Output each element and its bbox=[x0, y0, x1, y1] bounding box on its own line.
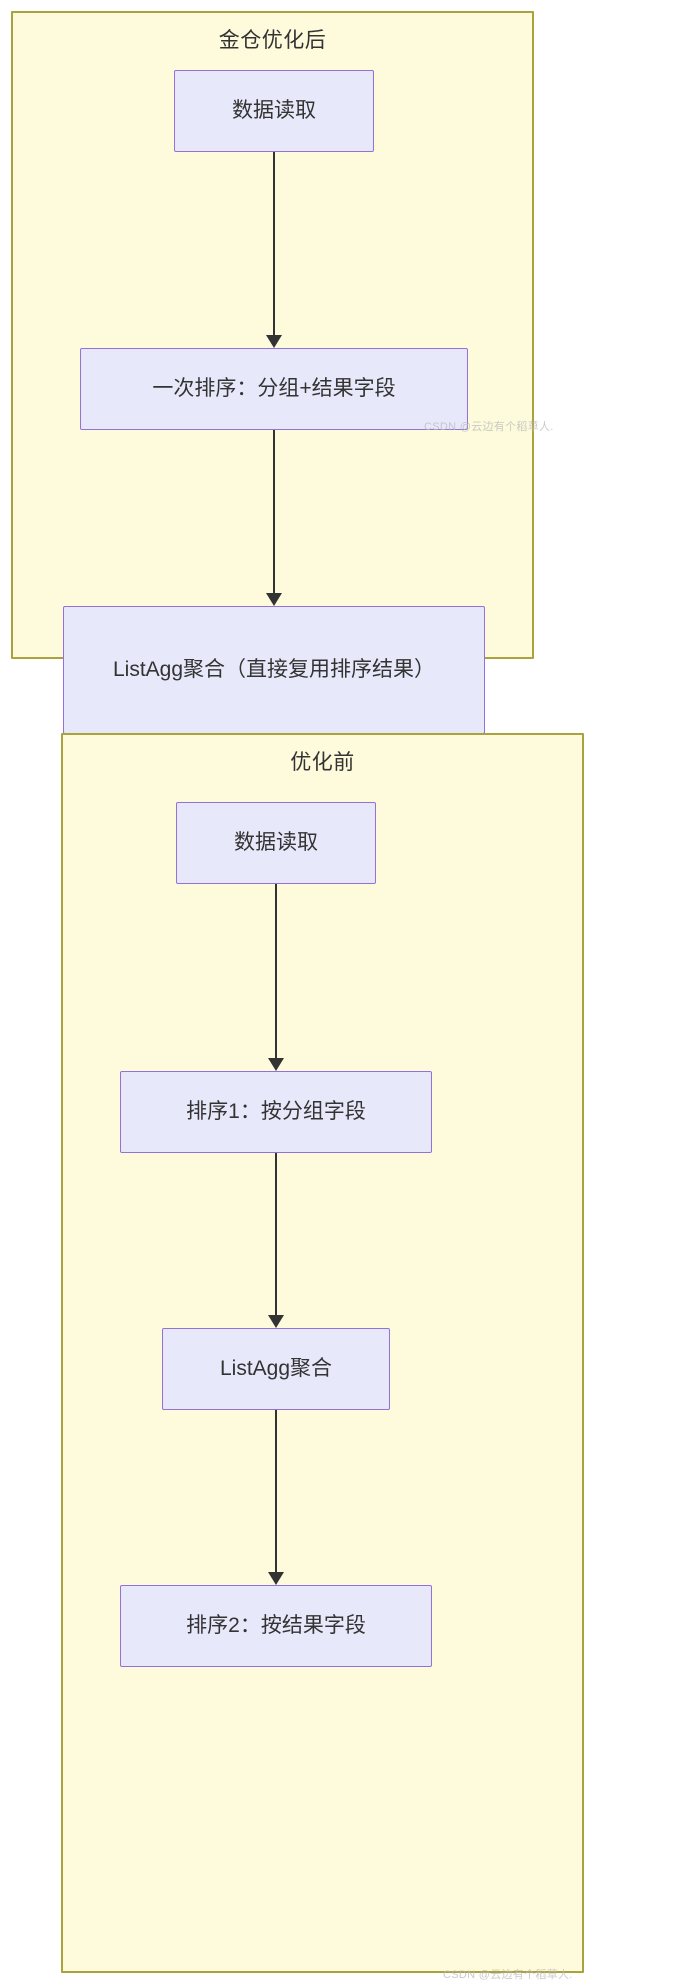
node-after-listagg[interactable]: ListAgg聚合（直接复用排序结果） bbox=[63, 606, 485, 734]
node-before-listagg[interactable]: ListAgg聚合 bbox=[162, 1328, 390, 1410]
edge-before-read-to-sort1 bbox=[275, 884, 277, 1058]
edge-before-listagg-to-sort2-arrowhead bbox=[268, 1572, 284, 1585]
subgraph-after-title: 金仓优化后 bbox=[218, 29, 327, 52]
node-after-single-sort[interactable]: 一次排序：分组+结果字段 bbox=[80, 348, 468, 430]
edge-after-read-to-sort bbox=[273, 152, 275, 335]
edge-after-read-to-sort-arrowhead bbox=[266, 335, 282, 348]
node-after-read[interactable]: 数据读取 bbox=[174, 70, 374, 152]
watermark-top: CSDN @云边有个稻草人. bbox=[424, 421, 554, 433]
edge-before-sort1-to-listagg bbox=[275, 1153, 277, 1315]
node-before-sort1[interactable]: 排序1：按分组字段 bbox=[120, 1071, 432, 1153]
edge-before-listagg-to-sort2 bbox=[275, 1410, 277, 1572]
subgraph-after-optimization: 金仓优化后 数据读取 一次排序：分组+结果字段 ListAgg聚合（直接复用排序… bbox=[11, 11, 534, 734]
edge-before-sort1-to-listagg-arrowhead bbox=[268, 1315, 284, 1328]
node-before-read[interactable]: 数据读取 bbox=[176, 802, 376, 884]
edge-before-read-to-sort1-arrowhead bbox=[268, 1058, 284, 1071]
subgraph-before-optimization: 优化前 数据读取 排序1：按分组字段 ListAgg聚合 排序2：按结果字段 bbox=[61, 733, 584, 1973]
edge-after-sort-to-listagg-arrowhead bbox=[266, 593, 282, 606]
edge-after-sort-to-listagg bbox=[273, 430, 275, 593]
watermark-bottom: CSDN @云边有个稻草人. bbox=[443, 1969, 573, 1981]
subgraph-before-title: 优化前 bbox=[290, 751, 355, 774]
node-before-sort2[interactable]: 排序2：按结果字段 bbox=[120, 1585, 432, 1667]
